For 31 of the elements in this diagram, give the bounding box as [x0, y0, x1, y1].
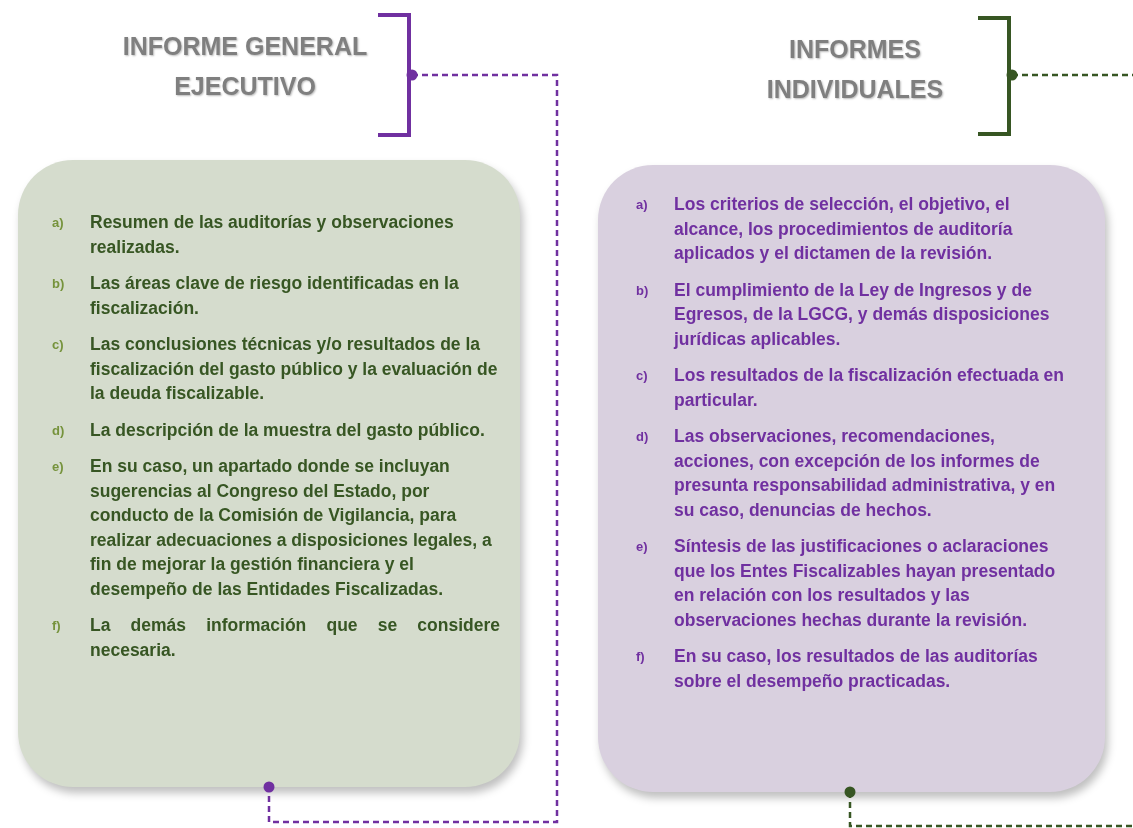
list-item-text: En su caso, los resultados de las auditorías sobre el desempeño practicadas. [674, 645, 1039, 693]
list-marker: e) [636, 538, 649, 556]
dashed-connector [844, 786, 1133, 828]
heading-text: INFORMES INDIVIDUALES [765, 34, 945, 105]
list-marker: b) [636, 281, 650, 300]
list-item-text: Los resultados de la fiscalización efectuada en particular. [674, 364, 1065, 412]
list-marker: d) [52, 421, 66, 440]
content-card [598, 165, 1105, 792]
list-item-text: Los criterios de selección, el objetivo, el alcance, los procedimientos de auditoría aplicados y el dictamen de la revisión. [674, 193, 1014, 265]
list-marker: b) [52, 275, 66, 293]
list-item-text: El cumplimiento de la Ley de Ingresos y de Egresos, de la LGCG, y demás disposiciones jurídicas aplicables. [674, 278, 1051, 351]
list-marker: e) [52, 458, 65, 476]
dashed-connector [1006, 69, 1133, 81]
list-marker: c) [52, 336, 65, 354]
list-marker: f) [636, 648, 646, 666]
dashed-connector [263, 69, 559, 824]
list-item-text: Síntesis de las justificaciones o aclaraciones que los Entes Fiscalizables hayan presentado en relación con los resultados y las observaciones hechas durante la revisión. [674, 535, 1057, 632]
list-item-text: En su caso, un apartado donde se incluyan sugerencias al Congreso del Estado, por conducto de la Comisión de Vigilancia, para realizar adecuaciones a disposiciones legales, a fin de mejorar la gestión financiera y el desempeño de las Entidades Fiscalizadas. [90, 455, 493, 601]
list-item-text: La descripción de la muestra del gasto público. [90, 418, 486, 442]
list-item-text: Las conclusiones técnicas y/o resultados de la fiscalización del gasto público y la evaluación de la deuda fiscalizable. [90, 333, 499, 405]
list-marker: f) [52, 617, 62, 635]
list-marker: c) [636, 367, 649, 385]
list-item-text: Las observaciones, recomendaciones, acciones, con excepción de los informes de presunta responsabilidad administrativa, y en su caso, denuncias de hechos. [674, 425, 1057, 522]
list-item-text: La demás información que se considere necesaria. [90, 614, 500, 662]
heading-text: INFORME GENERAL EJECUTIVO [121, 31, 369, 102]
list-marker: a) [636, 196, 649, 214]
list-item-text: Las áreas clave de riesgo identificadas en la fiscalización. [90, 272, 460, 320]
list-item-text: Resumen de las auditorías y observaciones realizadas. [90, 211, 455, 259]
content-card [18, 160, 520, 787]
list-marker: d) [636, 428, 650, 446]
list-marker: a) [52, 214, 65, 232]
